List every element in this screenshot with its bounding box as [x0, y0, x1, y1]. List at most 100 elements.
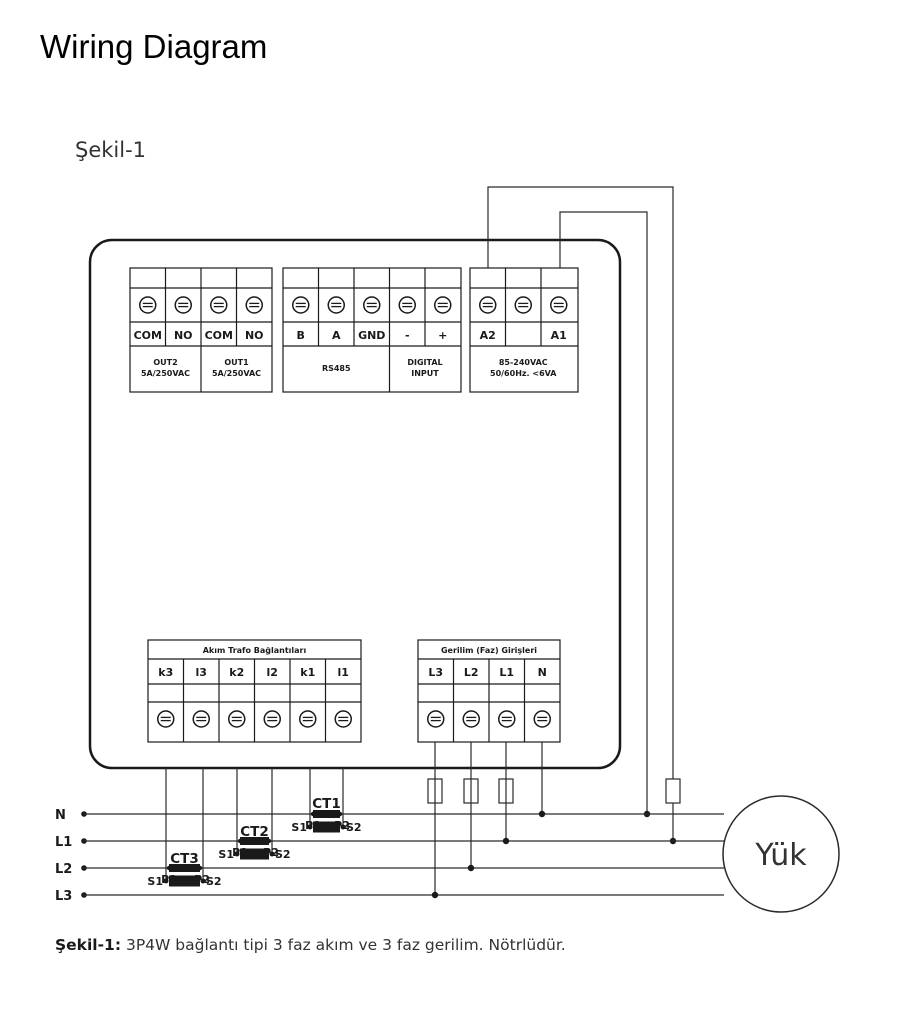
ct-s2-label: S2 [275, 848, 291, 861]
screw-terminal-icon [427, 710, 445, 728]
terminal-label: A [332, 329, 341, 342]
ct-core [240, 848, 269, 860]
voltage-wires [427, 742, 546, 899]
voltage-wire-l2 [463, 742, 479, 872]
terminal-label: N [538, 666, 547, 679]
ct-s2-label: S2 [346, 821, 362, 834]
screw-terminal-icon [514, 296, 532, 314]
junction-dot [538, 810, 546, 818]
page-title: Wiring Diagram [40, 28, 268, 65]
terminal-label: l2 [267, 666, 278, 679]
block-title: Akım Trafo Bağlantıları [203, 646, 307, 655]
ct-label: CT1 [312, 796, 341, 812]
ct-s1-label: S1 [218, 848, 234, 861]
screw-terminal-icon [334, 710, 352, 728]
ct-p1-label: P1 [161, 873, 177, 886]
block-label: 5A/250VAC [212, 369, 261, 378]
figure-caption: Şekil-1: 3P4W bağlantı tipi 3 faz akım v… [55, 936, 566, 954]
line-label-n: N [55, 808, 66, 823]
screw-terminal-icon [245, 296, 263, 314]
terminal-label: NO [245, 329, 264, 342]
junction-dot [467, 864, 475, 872]
ct-label: CT2 [240, 824, 269, 840]
block-label: OUT2 [153, 358, 177, 367]
terminal-label: l1 [338, 666, 349, 679]
figure-label: Şekil-1 [75, 138, 147, 162]
block-label: INPUT [411, 369, 439, 378]
terminal-label: L1 [499, 666, 514, 679]
screw-terminal-icon [139, 296, 157, 314]
ct-core [313, 821, 340, 833]
ct-s1-label: S1 [291, 821, 307, 834]
ct-core [169, 875, 200, 887]
screw-terminal-icon [363, 296, 381, 314]
ct-s2-label: S2 [206, 875, 222, 888]
screw-terminal-icon [228, 710, 246, 728]
terminal-label: B [297, 329, 305, 342]
terminal-label: k3 [158, 666, 173, 679]
terminal-label: NO [174, 329, 193, 342]
block-label: 5A/250VAC [141, 369, 190, 378]
line-label-l1: L1 [55, 835, 72, 850]
line-label-l2: L2 [55, 862, 72, 877]
terminal-label: l3 [196, 666, 207, 679]
block-label: 50/60Hz. <6VA [490, 369, 557, 378]
screw-terminal-icon [398, 296, 416, 314]
ct-p2-label: P2 [263, 846, 279, 859]
line-label-l3: L3 [55, 889, 72, 904]
ct-p1-label: P1 [232, 846, 248, 859]
screw-terminal-icon [462, 710, 480, 728]
terminal-label: GND [358, 329, 385, 342]
ct-p2-label: P2 [194, 873, 210, 886]
caption-prefix: Şekil-1: [55, 936, 122, 954]
supply-wires [487, 186, 674, 841]
screw-terminal-icon [550, 296, 568, 314]
device-housing [88, 238, 622, 770]
load-label: Yük [754, 838, 807, 873]
terminal-label: COM [134, 329, 162, 342]
block-label: OUT1 [224, 358, 249, 367]
block-label: RS485 [322, 364, 351, 373]
terminal-label: A1 [551, 329, 567, 342]
ct-s1-label: S1 [147, 875, 163, 888]
terminal-label: - [405, 329, 410, 342]
supply-fuse [665, 778, 681, 804]
screw-terminal-icon [292, 296, 310, 314]
terminal-label: A2 [480, 329, 496, 342]
block-label: DIGITAL [407, 358, 442, 367]
screw-terminal-icon [157, 710, 175, 728]
screw-terminal-icon [434, 296, 452, 314]
current-terminal-block: Akım Trafo Bağlantıları k3 l3 k2 l2 k1 l1 [147, 639, 362, 743]
terminal-label: L2 [464, 666, 479, 679]
load-circle [722, 795, 840, 913]
caption-text: 3P4W bağlantı tipi 3 faz akım ve 3 faz g… [125, 936, 566, 954]
block-label: 85-240VAC [499, 358, 548, 367]
ct-label: CT3 [170, 851, 199, 867]
screw-terminal-icon [498, 710, 516, 728]
terminal-group [469, 267, 579, 393]
voltage-wire-n [538, 742, 546, 818]
screw-terminal-icon [479, 296, 497, 314]
screw-terminal-icon [299, 710, 317, 728]
screw-terminal-icon [192, 710, 210, 728]
screw-terminal-icon [263, 710, 281, 728]
terminal-group [282, 267, 462, 393]
terminal-label: k2 [229, 666, 244, 679]
ct-p2-label: P2 [334, 819, 350, 832]
screw-terminal-icon [174, 296, 192, 314]
screw-terminal-icon [327, 296, 345, 314]
junction-dot [502, 837, 510, 845]
terminal-label: k1 [300, 666, 315, 679]
terminal-label: COM [205, 329, 233, 342]
ct-p1-label: P1 [305, 819, 321, 832]
terminal-label: L3 [428, 666, 443, 679]
screw-terminal-icon [210, 296, 228, 314]
top-terminal-blocks: COM NO OUT2 5A/250VAC COM NO OUT1 5A/250VAC B A GN… [129, 267, 579, 393]
